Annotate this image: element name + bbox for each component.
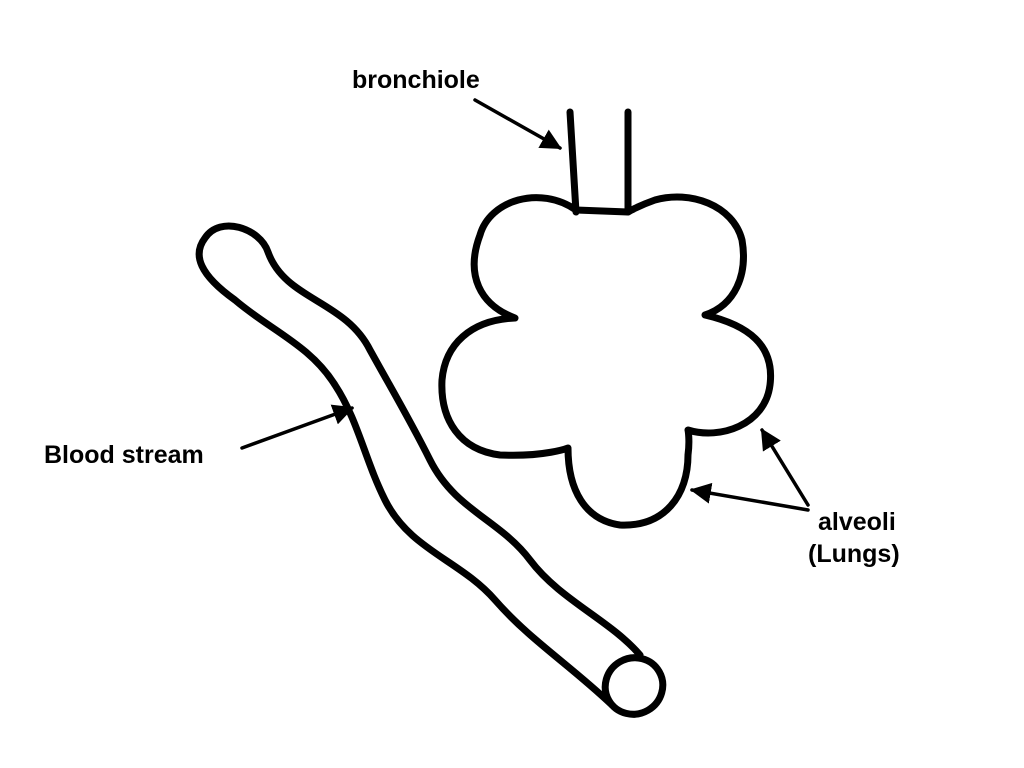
bronchiole-left-wall — [566, 108, 580, 216]
bronchiole-label: bronchiole — [352, 66, 480, 94]
alveoli-label: alveoli — [818, 508, 896, 536]
alveoli-arrow-upper — [760, 428, 810, 507]
blood-stream-arrow — [240, 404, 354, 450]
blood-stream-label: Blood stream — [44, 441, 204, 469]
bronchiole-arrow — [473, 98, 562, 150]
alveoli-cluster — [438, 193, 775, 529]
alveoli-arrow-lower — [689, 482, 810, 512]
blood-vessel-opening — [601, 654, 667, 718]
lungs-label: (Lungs) — [808, 540, 900, 568]
